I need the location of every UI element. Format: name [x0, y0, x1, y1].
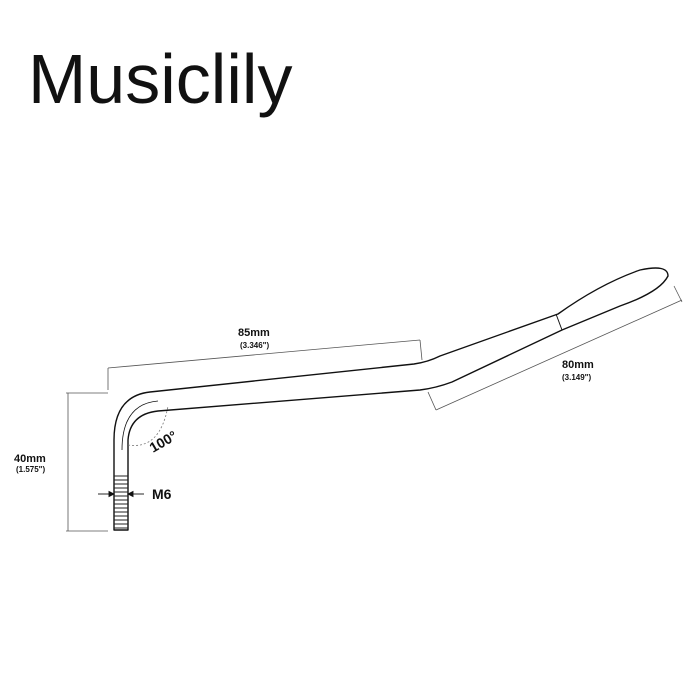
dim-40mm-lines	[66, 392, 108, 532]
m6-arrows	[98, 490, 144, 498]
thread-label: M6	[152, 486, 172, 502]
brand-logo-text: Musiclily	[28, 40, 293, 118]
paddle-seam	[555, 313, 563, 331]
angle-label: 100°	[147, 427, 180, 455]
dim-85mm-lines	[107, 339, 423, 390]
arm-outline	[113, 267, 669, 531]
bend-inner-curve	[121, 400, 159, 451]
dim-80mm-lines	[427, 285, 683, 411]
dim-85mm-label: 85mm	[238, 327, 270, 339]
dim-85mm-imperial: (3.346")	[240, 341, 269, 350]
dim-40mm-label: 40mm	[14, 453, 46, 465]
dim-80mm-imperial: (3.149")	[562, 373, 591, 382]
dim-40mm-imperial: (1.575")	[16, 465, 45, 474]
dim-80mm-label: 80mm	[562, 359, 594, 371]
angle-arc	[127, 405, 169, 446]
threaded-end	[114, 475, 128, 529]
